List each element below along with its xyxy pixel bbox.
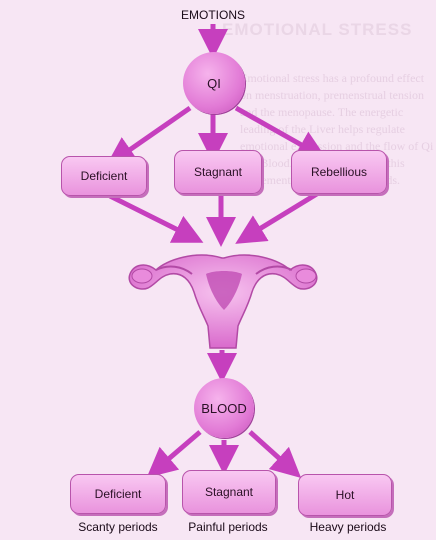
qi-stagnant-label: Stagnant bbox=[193, 165, 243, 179]
qi-rebellious-label: Rebellious bbox=[310, 165, 368, 179]
blood-hot-label: Hot bbox=[335, 488, 355, 502]
blood-deficient-box: Deficient bbox=[70, 474, 166, 514]
qi-stagnant-box: Stagnant bbox=[174, 150, 262, 194]
blood-node-label: BLOOD bbox=[201, 400, 247, 416]
arrow-qi-deficient bbox=[105, 105, 192, 167]
qi-node-label: QI bbox=[207, 75, 221, 91]
outcome-scanty: Scanty periods bbox=[78, 520, 158, 534]
blood-deficient-label: Deficient bbox=[94, 487, 142, 501]
qi-deficient-label: Deficient bbox=[80, 169, 128, 183]
arrow-deficient-uterus bbox=[108, 193, 204, 243]
outcome-painful: Painful periods bbox=[188, 520, 268, 534]
uterus-illustration bbox=[128, 254, 318, 349]
emotions-label: EMOTIONS bbox=[180, 8, 245, 22]
arrow-qi-rebellious bbox=[234, 105, 328, 160]
outcome-heavy: Heavy periods bbox=[309, 520, 387, 534]
blood-stagnant-box: Stagnant bbox=[182, 470, 276, 514]
qi-rebellious-box: Rebellious bbox=[291, 150, 387, 194]
blood-hot-box: Hot bbox=[298, 474, 392, 516]
qi-deficient-box: Deficient bbox=[61, 156, 147, 196]
arrow-blood-hot bbox=[248, 430, 302, 479]
arrow-blood-deficient bbox=[146, 430, 202, 478]
qi-node: QI bbox=[183, 52, 245, 114]
blood-stagnant-label: Stagnant bbox=[204, 485, 254, 499]
blood-node: BLOOD bbox=[194, 378, 254, 438]
arrow-rebellious-uterus bbox=[235, 189, 322, 244]
background-heading: EMOTIONAL STRESS bbox=[222, 20, 413, 39]
